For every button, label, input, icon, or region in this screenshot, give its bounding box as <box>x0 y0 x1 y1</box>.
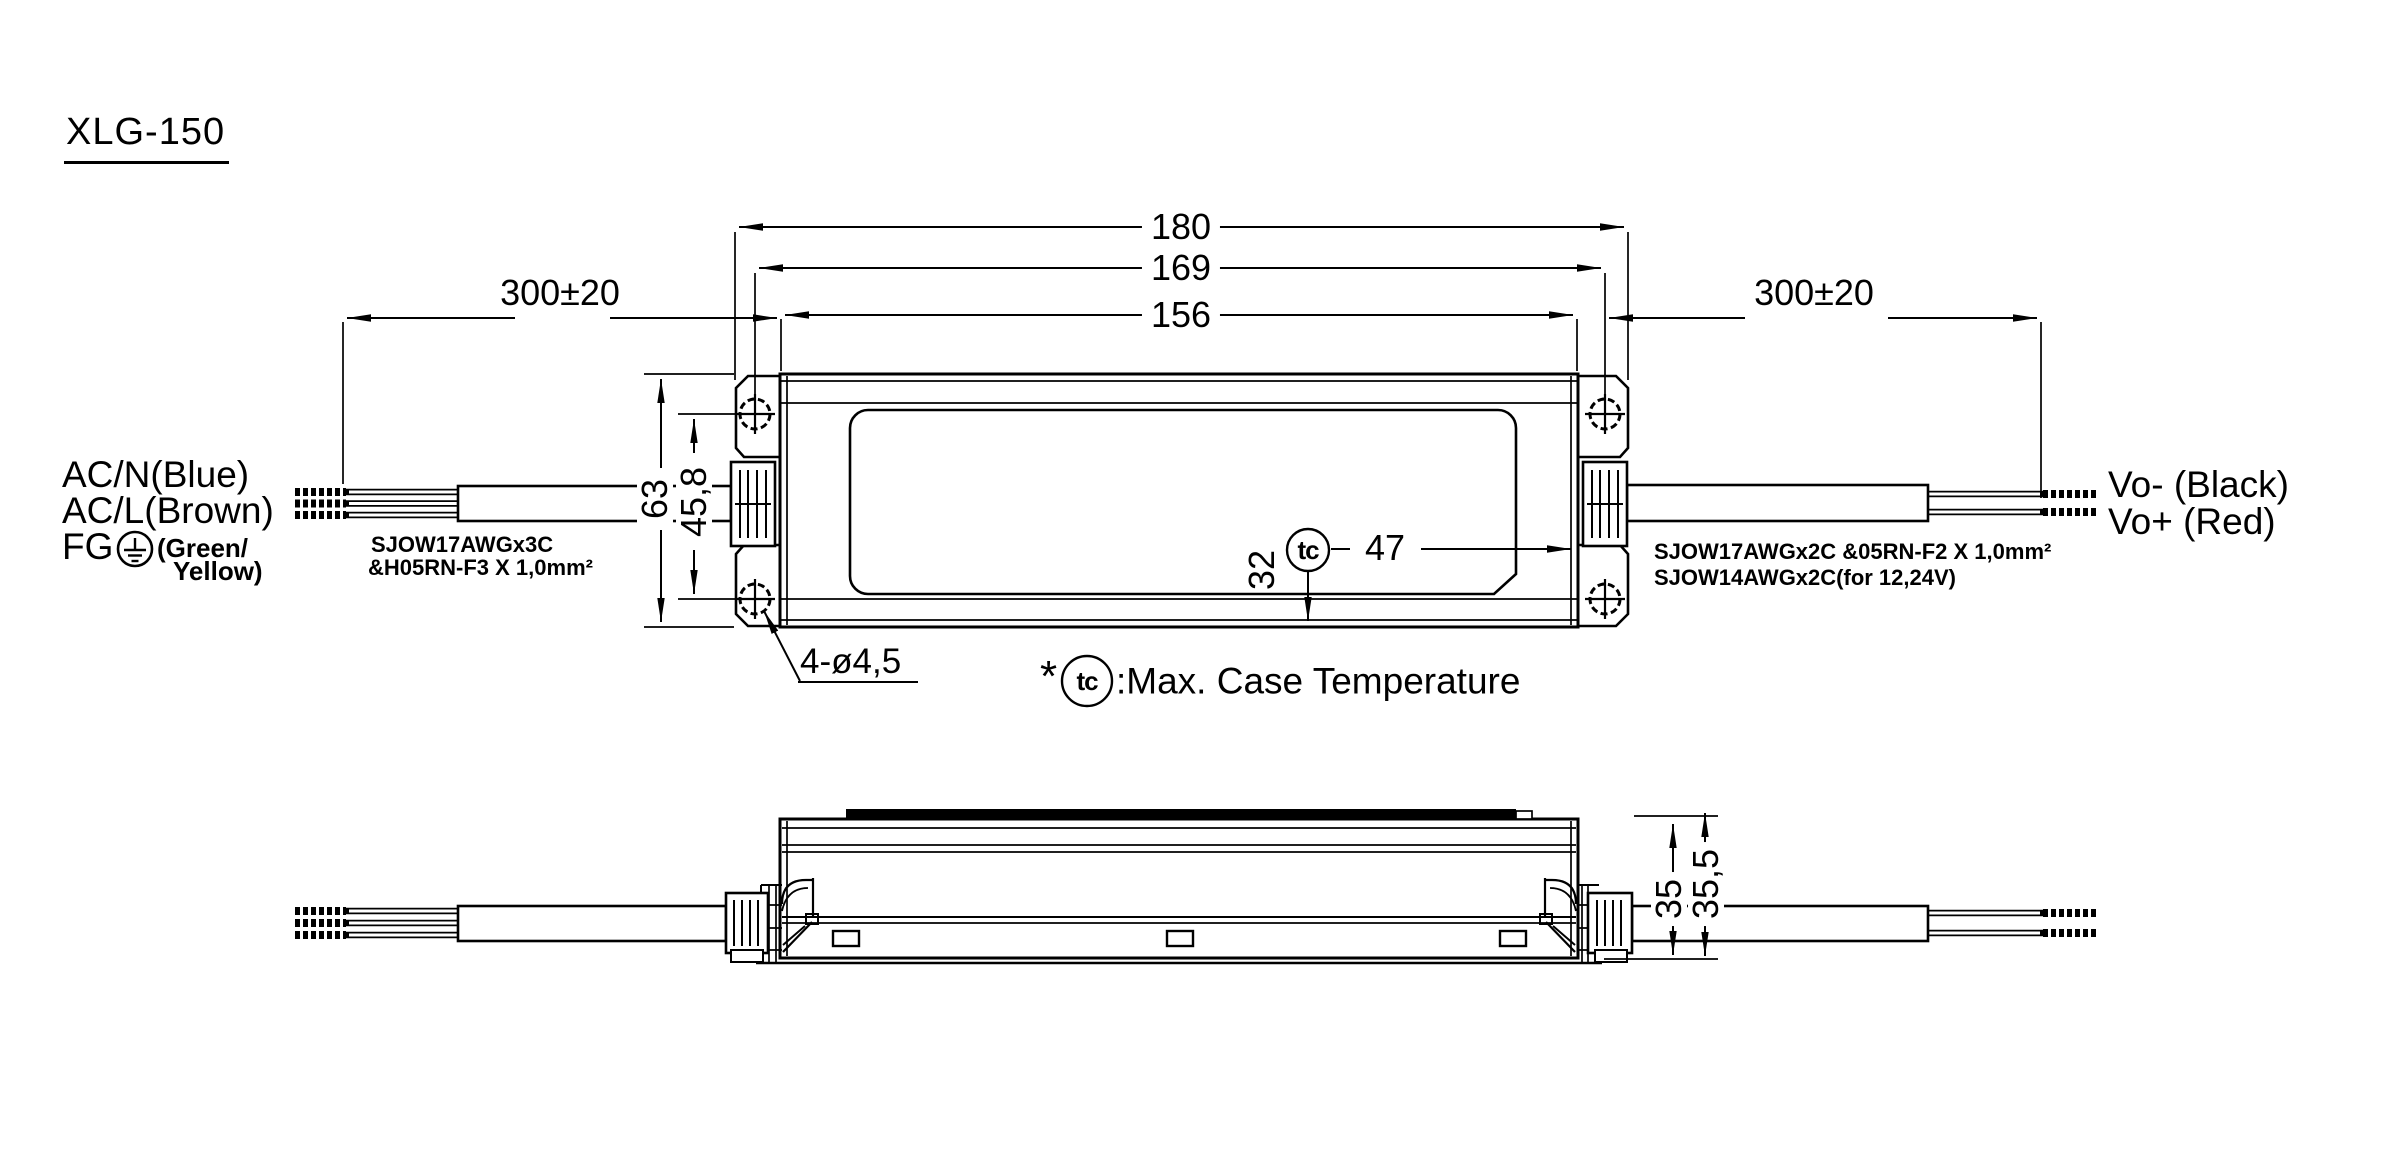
fg-color-line1: (Green/ <box>157 533 249 563</box>
cable-gland-output <box>1581 460 1629 548</box>
input-cable-spec-line1: SJOW17AWGx3C <box>371 532 554 557</box>
input-wire-label-fg: FG <box>62 526 114 567</box>
note-text: :Max. Case Temperature <box>1116 660 1521 702</box>
cable-gland-output-side <box>1586 891 1634 963</box>
page-title: XLG-150 <box>64 113 230 164</box>
dim-mounting-pitch: 169 <box>1141 250 1221 286</box>
dim-overall-height: 35,5 <box>1685 841 1726 927</box>
vent-slot <box>1165 929 1195 948</box>
earth-ground-icon <box>116 530 154 568</box>
output-wire-label-plus: Vo+ (Red) <box>2108 501 2276 542</box>
input-cable-spec-line2: &H05RN-F3 X 1,0mm² <box>368 555 593 580</box>
note-tc-circle <box>1060 654 1114 708</box>
dim-output-cable-length: 300±20 <box>1754 272 1874 313</box>
input-cable-side <box>295 904 728 943</box>
fg-color-line2: Yellow) <box>173 556 263 586</box>
case-outline-top <box>778 372 1580 629</box>
dim-input-cable-length: 300±20 <box>500 272 620 313</box>
thermal-pad-strip <box>846 809 1516 819</box>
input-wire-label-line: AC/L(Brown) <box>62 490 274 531</box>
dim-hole-spacing: 45,8 <box>673 459 714 545</box>
input-wire-label-neutral: AC/N(Blue) <box>62 454 250 495</box>
side-view <box>295 809 2097 965</box>
dim-height: 63 <box>634 471 675 527</box>
vent-slot <box>1498 929 1528 948</box>
dim-tc-from-right: 47 <box>1355 530 1415 566</box>
cover-panel <box>848 408 1518 596</box>
cable-gland-input-side <box>724 891 770 963</box>
case-outline-side <box>756 809 1602 965</box>
side-dimensions <box>1604 813 1718 960</box>
note-tc-symbol: tc <box>1076 666 1098 696</box>
output-cable-spec-line1: SJOW17AWGx2C &05RN-F2 X 1,0mm² <box>1654 539 2052 564</box>
dim-body-length: 156 <box>1141 297 1221 333</box>
tc-symbol: tc <box>1297 535 1319 565</box>
output-wire-label-minus: Vo- (Black) <box>2108 464 2289 505</box>
dim-length-overall: 180 <box>1141 209 1221 245</box>
dim-case-height: 35 <box>1648 871 1689 927</box>
cable-gland-input <box>729 460 777 548</box>
output-cable-spec-line2: SJOW14AWGx2C(for 12,24V) <box>1654 565 1956 590</box>
top-dimensions <box>342 223 2042 683</box>
mounting-holes-callout: 4-ø4,5 <box>800 642 902 681</box>
dim-tc-from-bottom: 32 <box>1241 549 1282 591</box>
tc-point <box>1285 527 1571 621</box>
vent-slot <box>831 929 861 948</box>
output-cable <box>1625 483 2097 523</box>
note-asterisk: * <box>1040 652 1058 701</box>
